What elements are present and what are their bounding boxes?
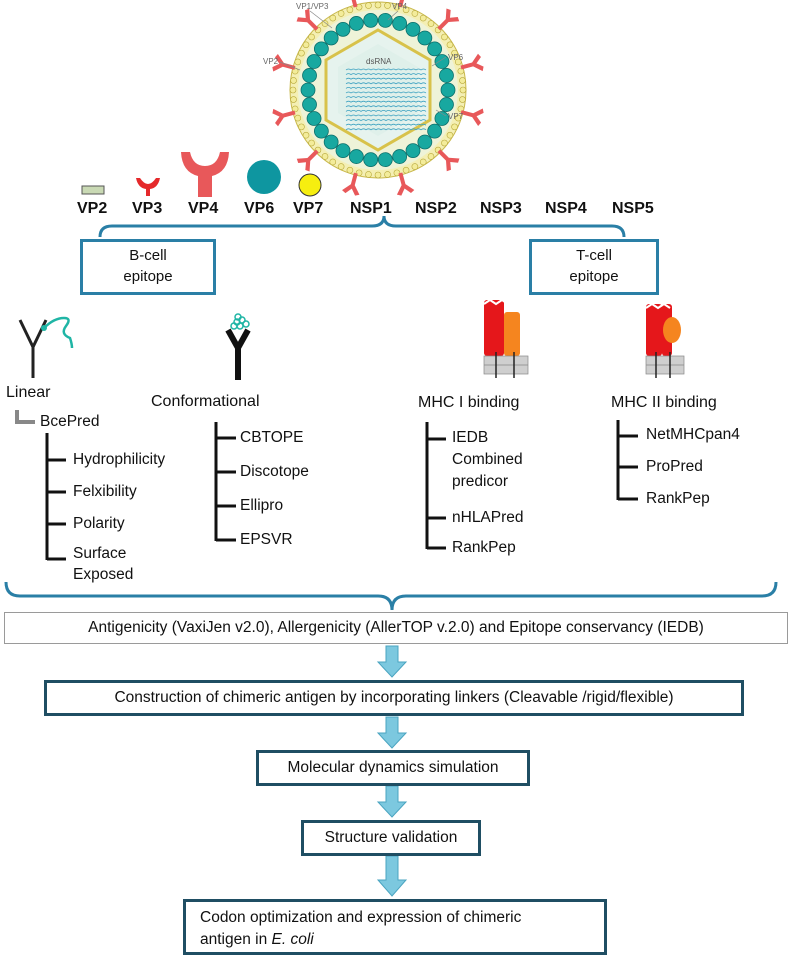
linear-item-hydrophilicity: Hydrophilicity <box>73 451 166 468</box>
mhc1-item-rankpep: RankPep <box>452 539 516 556</box>
protein-label-nsp1: NSP1 <box>350 200 392 217</box>
flow-step5-line1: Codon optimization and expression of chi… <box>200 909 522 926</box>
vp6-icon <box>247 160 281 194</box>
vp3-icon <box>136 178 160 196</box>
protein-bracket <box>98 215 626 238</box>
dsrna-label: dsRNA <box>366 57 392 66</box>
linear-item-surface: Surface <box>73 545 127 562</box>
mhc1-item-predicor: predicor <box>452 473 508 490</box>
flow-step-codon-optimization: Codon optimization and expression of chi… <box>183 899 607 955</box>
mhc1-icon <box>483 298 529 378</box>
mhc2-title: MHC II binding <box>611 394 717 411</box>
arrow-2 <box>376 716 408 749</box>
tcell-title-line1: T-cell <box>576 247 612 264</box>
mhc2-item-rankpep: RankPep <box>646 490 710 507</box>
linear-epitope-icon <box>18 316 74 378</box>
rotavirus-illustration: dsRNA VP1/VP3 VP4 VP2 VP6 VP7 <box>263 0 484 196</box>
protein-label-nsp4: NSP4 <box>545 200 587 217</box>
big-brace <box>4 581 778 611</box>
protein-label-nsp2: NSP2 <box>415 200 457 217</box>
vp4-label-virus: VP4 <box>392 2 408 11</box>
vp1-vp3-label: VP1/VP3 <box>296 2 329 11</box>
protein-label-vp3: VP3 <box>132 200 163 217</box>
arrow-4 <box>376 855 408 897</box>
protein-label-nsp3: NSP3 <box>480 200 522 217</box>
bcell-epitope-box: B-cell epitope <box>80 239 216 295</box>
mhc1-item-iedb: IEDB <box>452 429 489 446</box>
protein-label-vp4: VP4 <box>188 200 219 217</box>
linear-item-exposed: Exposed <box>73 566 134 583</box>
flow-step-structure-validation: Structure validation <box>301 820 481 856</box>
flow-arrows <box>376 645 408 897</box>
protein-label-nsp5: NSP5 <box>612 200 654 217</box>
flow-step-md-simulation: Molecular dynamics simulation <box>256 750 530 786</box>
bcell-title-line2: epitope <box>123 268 173 285</box>
conf-item-cbtope: CBTOPE <box>240 429 304 446</box>
conf-item-ellipro: Ellipro <box>240 497 284 514</box>
mhc1-item-combined: Combined <box>452 451 523 468</box>
vp7-icon <box>298 173 322 197</box>
linear-item-polarity: Polarity <box>73 515 125 532</box>
arrow-1 <box>376 645 408 678</box>
mhc1-item-nhlapred: nHLAPred <box>452 509 524 526</box>
vp2-label-virus: VP2 <box>263 57 279 66</box>
bcepred-label: BcePred <box>40 413 100 430</box>
protein-label-vp2: VP2 <box>77 200 108 217</box>
arrow-3 <box>376 785 408 818</box>
mhc2-icon <box>645 302 685 378</box>
tcell-title-line2: epitope <box>569 268 619 285</box>
flow-step-construction: Construction of chimeric antigen by inco… <box>44 680 744 716</box>
linear-title: Linear <box>6 384 51 401</box>
vp6-label-virus: VP6 <box>448 53 464 62</box>
flow-step-antigenicity: Antigenicity (VaxiJen v2.0), Allergenici… <box>4 612 788 644</box>
protein-label-vp6: VP6 <box>244 200 275 217</box>
flow-step5-prefix: antigen in <box>200 931 272 948</box>
flow-step5-line2: antigen in E. coli <box>200 929 604 951</box>
vp4-icon <box>181 152 229 197</box>
bcell-title-line1: B-cell <box>129 247 167 264</box>
conf-item-epsvr: EPSVR <box>240 531 293 548</box>
conformational-epitope-icon <box>225 313 251 380</box>
linear-item-flexibility: Felxibility <box>73 483 137 500</box>
conformational-title: Conformational <box>151 393 260 410</box>
tree-lines <box>15 410 638 561</box>
mhc2-item-propred: ProPred <box>646 458 703 475</box>
conf-item-discotope: Discotope <box>240 463 309 480</box>
mhc2-item-netmhcpan4: NetMHCpan4 <box>646 426 740 443</box>
vp2-icon <box>81 185 105 195</box>
flow-step5-italic: E. coli <box>271 931 314 948</box>
protein-label-vp7: VP7 <box>293 200 324 217</box>
mhc1-title: MHC I binding <box>418 394 520 411</box>
tcell-epitope-box: T-cell epitope <box>529 239 659 295</box>
vp7-label-virus: VP7 <box>448 112 464 121</box>
